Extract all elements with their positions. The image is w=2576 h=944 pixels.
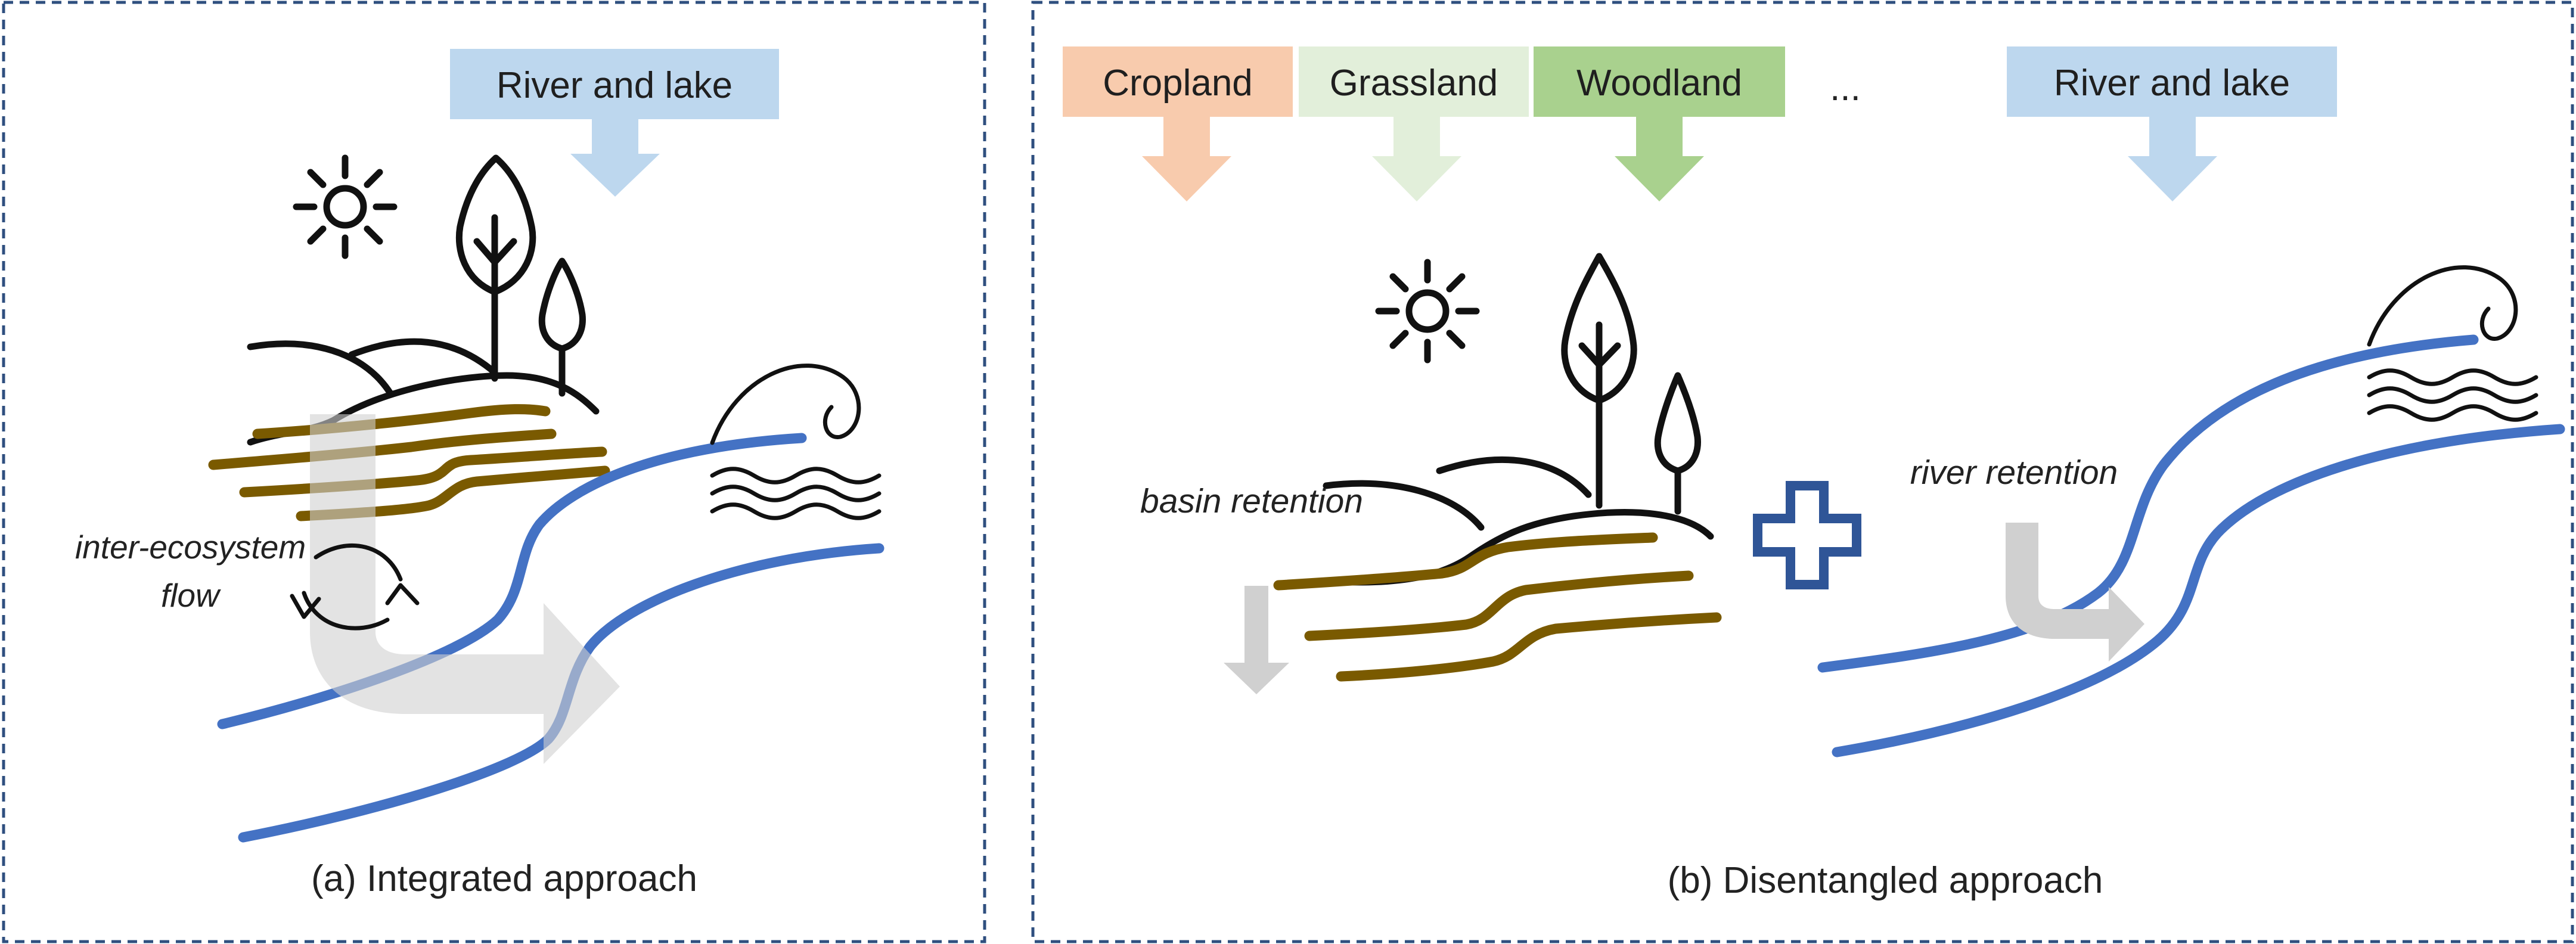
sun-icon (296, 158, 394, 256)
sun-icon (1379, 262, 1476, 360)
panel-a: River and lake (2, 1, 986, 943)
woodland-box (1534, 46, 1785, 117)
soil-layer (1273, 532, 1658, 591)
panel-b: Cropland Grassland Woodland ... River an… (1031, 1, 2574, 943)
soil-layer (1304, 570, 1694, 641)
river-lake-arrow (570, 119, 660, 197)
tree-icon (455, 154, 536, 382)
river-retention-label: river retention (1910, 454, 2118, 492)
panel-a-border (2, 1, 986, 943)
soil-layer (296, 465, 610, 521)
panel-b-caption: (b) Disentangled approach (1668, 860, 2103, 901)
grassland-box (1299, 46, 1529, 117)
panel-b-river (1817, 334, 2565, 757)
more-sources-ellipsis: ... (1830, 67, 1861, 108)
river-lake-box (2007, 46, 2337, 117)
river-retention-arrow (2006, 523, 2144, 662)
source-grassland: Grassland (1299, 46, 1529, 201)
panel-b-landscape (1273, 253, 1722, 682)
tree-icon (538, 257, 586, 397)
river-bank-upper (1817, 334, 2479, 673)
soil-layer (252, 404, 551, 439)
cropland-arrow (1142, 117, 1231, 201)
grassland-label: Grassland (1330, 63, 1498, 104)
source-cropland: Cropland (1063, 46, 1293, 201)
hill-outline (1436, 456, 1592, 498)
hill-outline (1323, 480, 1485, 531)
source-river-lake: River and lake (2007, 46, 2337, 201)
soil-layer (1336, 612, 1722, 682)
cropland-box (1063, 46, 1293, 117)
cycle-icon (290, 543, 420, 631)
cropland-label: Cropland (1103, 63, 1253, 104)
river-lake-box (450, 49, 779, 119)
tree-icon (1654, 372, 1701, 515)
basin-retention-arrow (1224, 586, 1289, 694)
tree-icon (1561, 253, 1637, 509)
source-woodland: Woodland (1534, 46, 1785, 201)
panel-a-caption: (a) Integrated approach (311, 858, 697, 899)
basin-retention-label: basin retention (1140, 482, 1363, 520)
river-bank-lower (1832, 424, 2565, 757)
flow-label-line2: flow (161, 577, 221, 614)
inter-ecosystem-flow-arrow (310, 414, 620, 764)
river-lake-label: River and lake (2054, 63, 2290, 104)
woodland-arrow (1615, 117, 1704, 201)
panel-a-river-lake-source: River and lake (450, 49, 779, 197)
woodland-label: Woodland (1576, 63, 1742, 104)
panel-a-landscape (208, 154, 610, 521)
river-lake-label: River and lake (496, 65, 733, 106)
hill-outline (348, 338, 498, 376)
plus-icon (1753, 481, 1861, 589)
panel-b-border (1031, 1, 2574, 943)
river-lake-arrow (2128, 117, 2217, 201)
grassland-arrow (1372, 117, 1461, 201)
hill-outline (247, 340, 394, 397)
soil-layer (208, 428, 557, 470)
flow-label-line1: inter-ecosystem (75, 529, 306, 566)
